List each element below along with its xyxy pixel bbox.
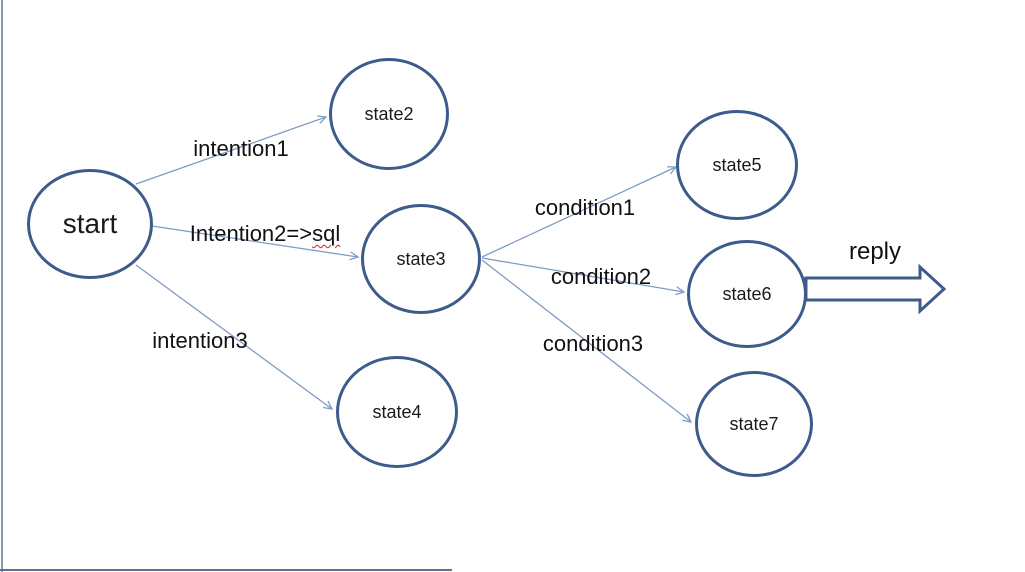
edge-label-condition3: condition3 [542, 331, 644, 356]
node-state4-label: state4 [372, 401, 422, 422]
edge-label-intention2-prefix: Intention2=> [189, 221, 313, 246]
node-state7-label: state7 [729, 413, 779, 434]
page-edge-left [1, 0, 3, 572]
edge-label-condition2: condition2 [550, 264, 652, 289]
node-state5: state5 [676, 110, 798, 220]
connector-start-to-state4 [135, 264, 334, 410]
connector-start-to-state2 [135, 115, 328, 185]
edge-label-intention2-spellchecked-word: sql [312, 221, 341, 246]
reply-label: reply [848, 238, 902, 265]
connector-start-to-state3 [151, 225, 360, 261]
connector-state3-to-state7 [481, 259, 693, 423]
node-state2: state2 [329, 58, 449, 170]
node-start: start [27, 169, 153, 279]
edge-label-condition1: condition1 [534, 195, 636, 220]
connector-state3-to-state5 [481, 166, 678, 258]
reply-block-arrow [804, 263, 947, 315]
node-state7: state7 [695, 371, 813, 477]
node-state6-label: state6 [722, 283, 772, 304]
edge-label-intention1: intention1 [193, 136, 289, 161]
node-state3: state3 [361, 204, 481, 314]
node-state4: state4 [336, 356, 458, 468]
node-state6: state6 [687, 240, 807, 348]
edge-label-intention3: intention3 [152, 328, 248, 353]
edge-label-intention2: Intention2=>sql [190, 221, 340, 247]
node-state3-label: state3 [396, 248, 446, 269]
connector-state3-to-state6 [481, 257, 686, 296]
node-state5-label: state5 [712, 154, 762, 175]
node-start-label: start [62, 208, 118, 239]
node-state2-label: state2 [364, 103, 414, 124]
page-edge-bottom [0, 569, 452, 571]
